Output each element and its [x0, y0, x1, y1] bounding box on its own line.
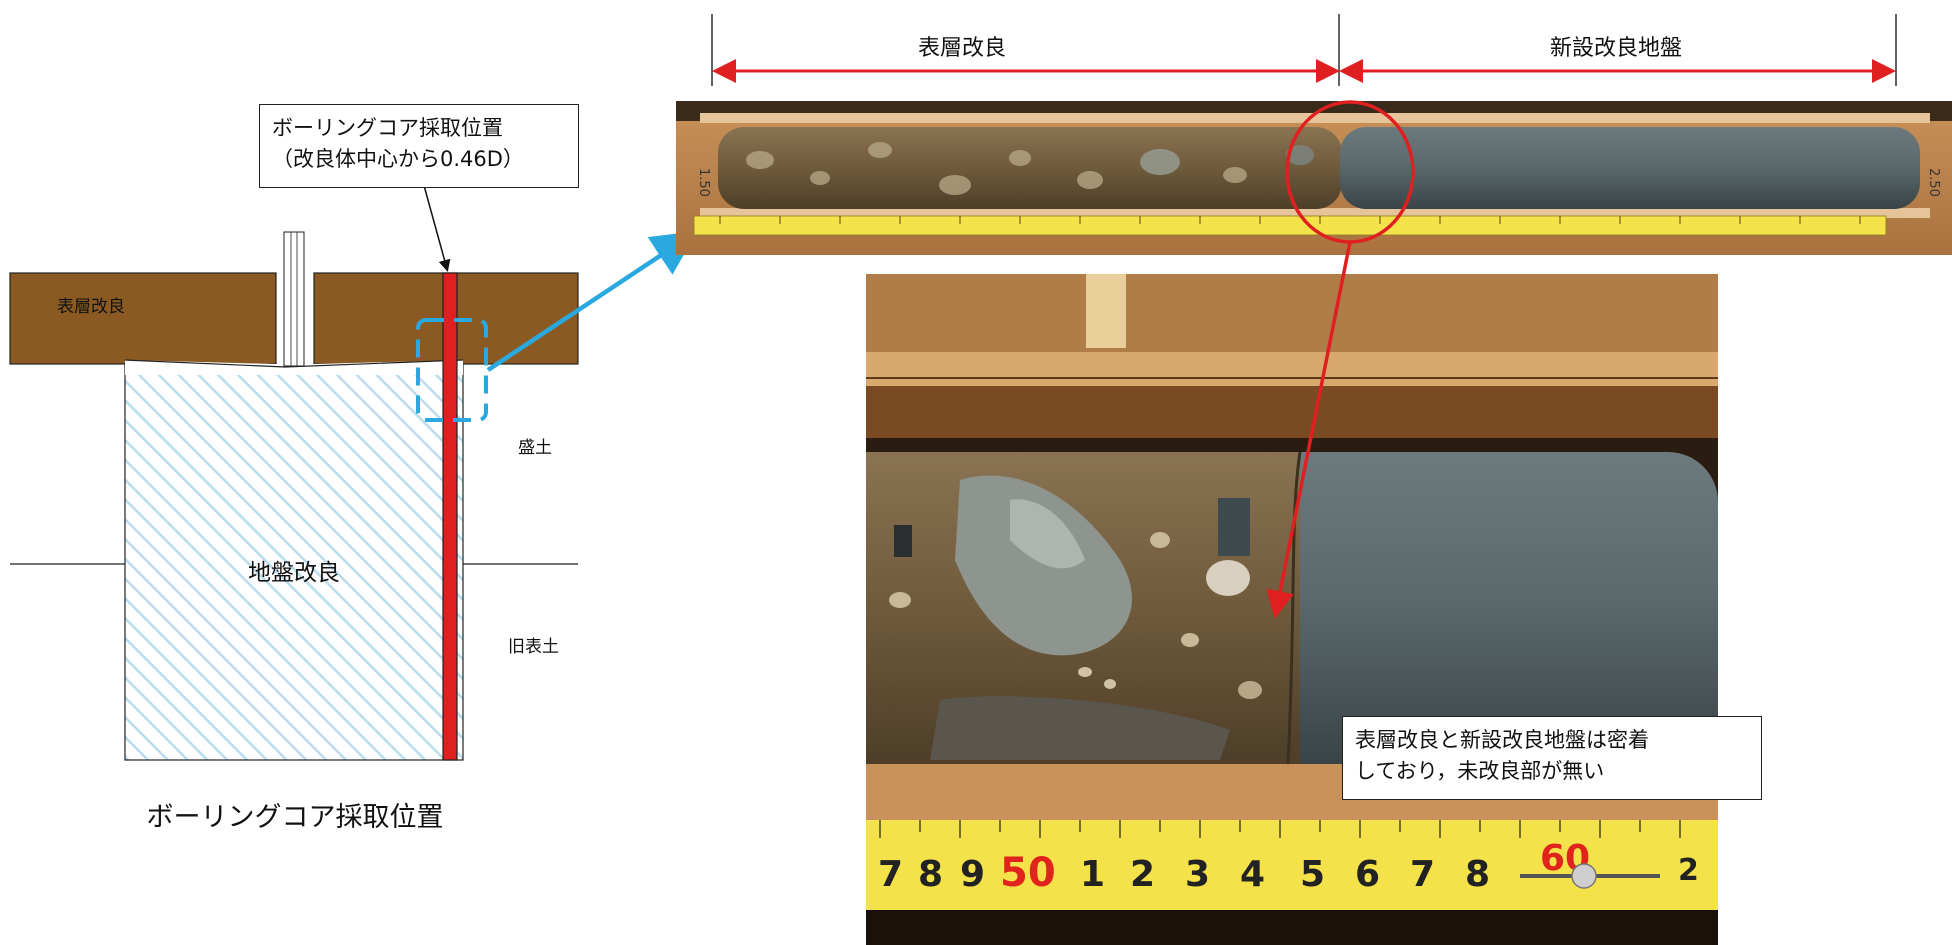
ground-improvement-label: 地盤改良 [248, 560, 340, 586]
closeup-ruler-ticks [879, 820, 1681, 838]
ruler-digit: 7 [878, 854, 903, 895]
surface-layer-bottom-edge [124, 359, 464, 368]
closeup-interface-edge [1286, 451, 1302, 765]
connector-arrow-to-core-photo [486, 231, 698, 372]
core-box-bottom-lip [700, 208, 1930, 218]
closeup-photo: 7 8 9 50 1 2 3 4 5 6 7 8 60 2 [866, 274, 1718, 945]
closeup-dowel [1086, 274, 1126, 348]
core-box-ruler-ticks [719, 216, 1861, 224]
core-box-mark-right: 2.50 [1926, 168, 1941, 197]
closeup-ruler [866, 820, 1718, 910]
ruler-digit: 5 [1300, 854, 1325, 895]
embankment-label: 盛土 [518, 438, 552, 458]
core-box-top-lip [700, 113, 1930, 123]
closeup-bottom-shadow [866, 910, 1718, 945]
core-new-improved-section [1340, 127, 1920, 209]
ruler-digit: 8 [1465, 854, 1490, 895]
dimension-label-surface: 表層改良 [918, 36, 1006, 61]
callout-line-1: ボーリングコア採取位置 [272, 116, 503, 140]
closeup-wood-top [866, 274, 1718, 354]
closeup-box-lip-top [866, 352, 1718, 386]
cross-section-diagram: 表層改良 地盤改良 盛土 旧表土 ボーリングコア採取位置 [9, 170, 579, 833]
interface-note-callout: 表層改良と新設改良地盤は密着 しており，未改良部が無い [1342, 716, 1762, 800]
ruler-digit: 3 [1185, 854, 1210, 895]
core-box-photo: 1.50 2.50 [676, 100, 1952, 255]
note-line-2: しており，未改良部が無い [1355, 759, 1605, 783]
closeup-core-new-section [1300, 452, 1718, 764]
core-box-mark-left: 1.50 [696, 168, 711, 197]
closeup-aggregate-stones [889, 475, 1262, 760]
interface-pointer-arrow [1266, 241, 1352, 619]
ruler-digit: 6 [1355, 854, 1380, 895]
ruler-slider-knob [1571, 863, 1597, 889]
boring-core-line [442, 272, 458, 761]
closeup-ruler-digits: 7 8 9 50 1 2 3 4 5 6 7 8 60 2 [878, 838, 1699, 896]
core-box-ruler [693, 215, 1887, 236]
dimension-label-new: 新設改良地盤 [1550, 36, 1682, 61]
pipe-stub [283, 231, 305, 367]
ruler-digit: 50 [1000, 850, 1056, 896]
callout-line-2: （改良体中心から0.46D） [272, 147, 524, 171]
ruler-digit: 9 [960, 854, 985, 895]
surface-layer-left [9, 272, 277, 365]
old-topsoil-label: 旧表土 [508, 637, 559, 657]
ruler-digit: 7 [1410, 854, 1435, 895]
sampling-position-callout: ボーリングコア採取位置 （改良体中心から0.46D） [259, 104, 579, 188]
surface-improvement-label: 表層改良 [57, 297, 125, 317]
ruler-digit: 2 [1678, 853, 1699, 888]
ruler-digit: 4 [1240, 854, 1265, 895]
ground-improvement-body [124, 364, 464, 761]
ruler-digit: 2 [1130, 854, 1155, 895]
note-line-1: 表層改良と新設改良地盤は密着 [1355, 728, 1649, 752]
dimension-lines: 表層改良 新設改良地盤 [711, 14, 1897, 86]
closeup-box-inner-top [866, 386, 1718, 438]
closeup-core-new-section-left-fill [1300, 452, 1360, 764]
ruler-digit: 8 [918, 854, 943, 895]
core-surface-layer-section [718, 127, 1342, 209]
core-aggregate-stones [746, 142, 1314, 195]
sampling-position-marker [416, 318, 488, 422]
ruler-digit: 1 [1080, 854, 1105, 895]
section-caption: ボーリングコア採取位置 [147, 802, 444, 833]
